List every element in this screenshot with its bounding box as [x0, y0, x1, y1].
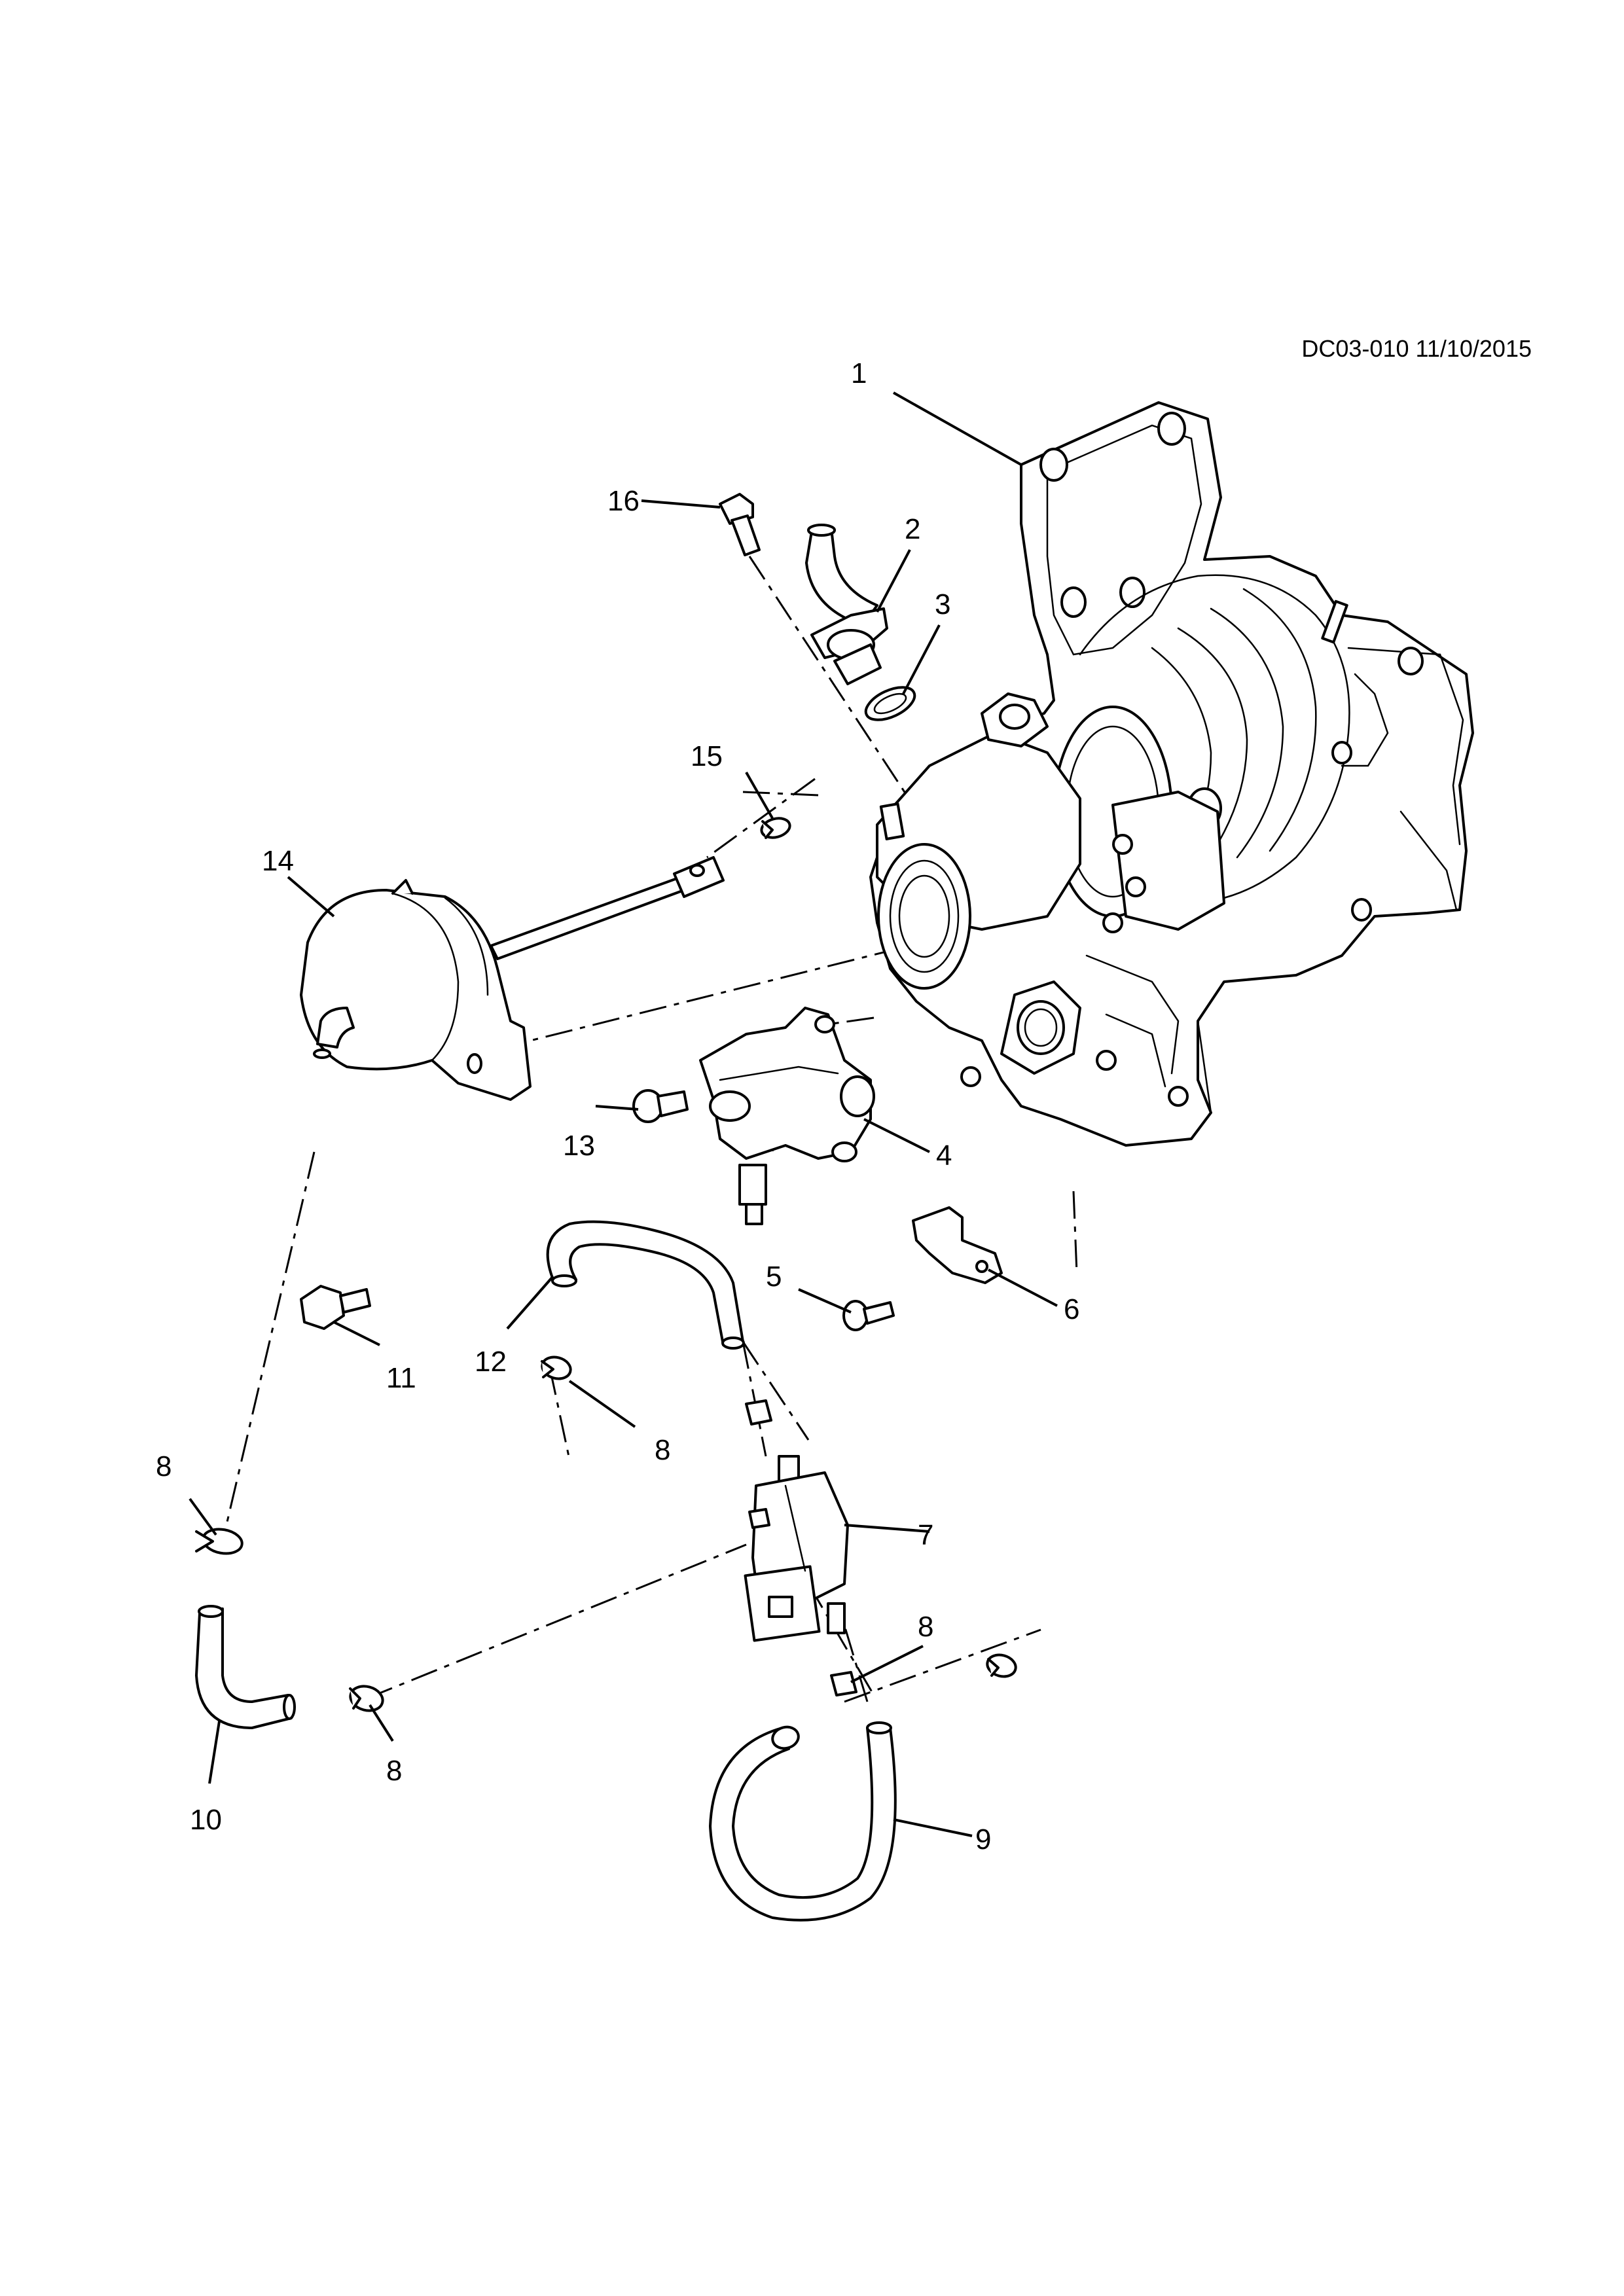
callout-16: 16: [607, 485, 640, 517]
callout-13: 13: [563, 1130, 595, 1162]
elbow-pipe-part: [805, 524, 888, 685]
screw-5-part: [842, 1300, 895, 1331]
screw-13-part: [632, 1089, 689, 1123]
callout-8-c: 8: [655, 1434, 670, 1466]
callout-5: 5: [766, 1261, 782, 1293]
hose-connector-part: [745, 1399, 857, 1696]
callout-10: 10: [190, 1804, 222, 1836]
callout-labels: 1 2 3 4 5 6 7 8 8 8 8 9 10 11 12 13 14 1…: [156, 357, 1079, 1856]
bolt-11-part: [300, 1285, 371, 1330]
callout-1: 1: [851, 357, 867, 389]
callout-leader-lines: [189, 391, 1058, 1837]
callout-4: 4: [936, 1139, 952, 1172]
hose-clamp-part: [541, 1355, 572, 1380]
callout-14: 14: [262, 845, 294, 877]
hose-12-part: [546, 1220, 745, 1350]
callout-8-b: 8: [386, 1755, 402, 1787]
callout-12: 12: [475, 1346, 507, 1378]
drawing-reference: DC03-010 11/10/2015: [1301, 335, 1532, 362]
bracket-part: [912, 1206, 1003, 1284]
callout-6: 6: [1064, 1293, 1079, 1325]
callout-8-a: 8: [156, 1450, 171, 1482]
hose-clamp-part: [986, 1653, 1017, 1678]
clip-part: [760, 817, 791, 839]
sensor-part: [699, 1007, 875, 1225]
callout-7: 7: [918, 1519, 933, 1551]
callout-9: 9: [975, 1823, 991, 1856]
hose-clamp-part: [349, 1685, 384, 1712]
hose-clamp-part: [195, 1528, 244, 1555]
bent-hose-part: [195, 1605, 296, 1729]
callout-8-d: 8: [918, 1611, 933, 1643]
callout-15: 15: [691, 740, 723, 772]
turbocharger-part: [869, 401, 1474, 1147]
callout-3: 3: [935, 588, 950, 620]
screw-16-part: [719, 493, 761, 556]
solenoid-valve-part: [744, 1455, 849, 1642]
o-ring-part: [864, 686, 916, 721]
wastegate-actuator-part: [300, 856, 725, 1101]
callout-11: 11: [386, 1362, 416, 1394]
callout-2: 2: [905, 513, 920, 545]
u-hose-part: [709, 1721, 897, 1922]
